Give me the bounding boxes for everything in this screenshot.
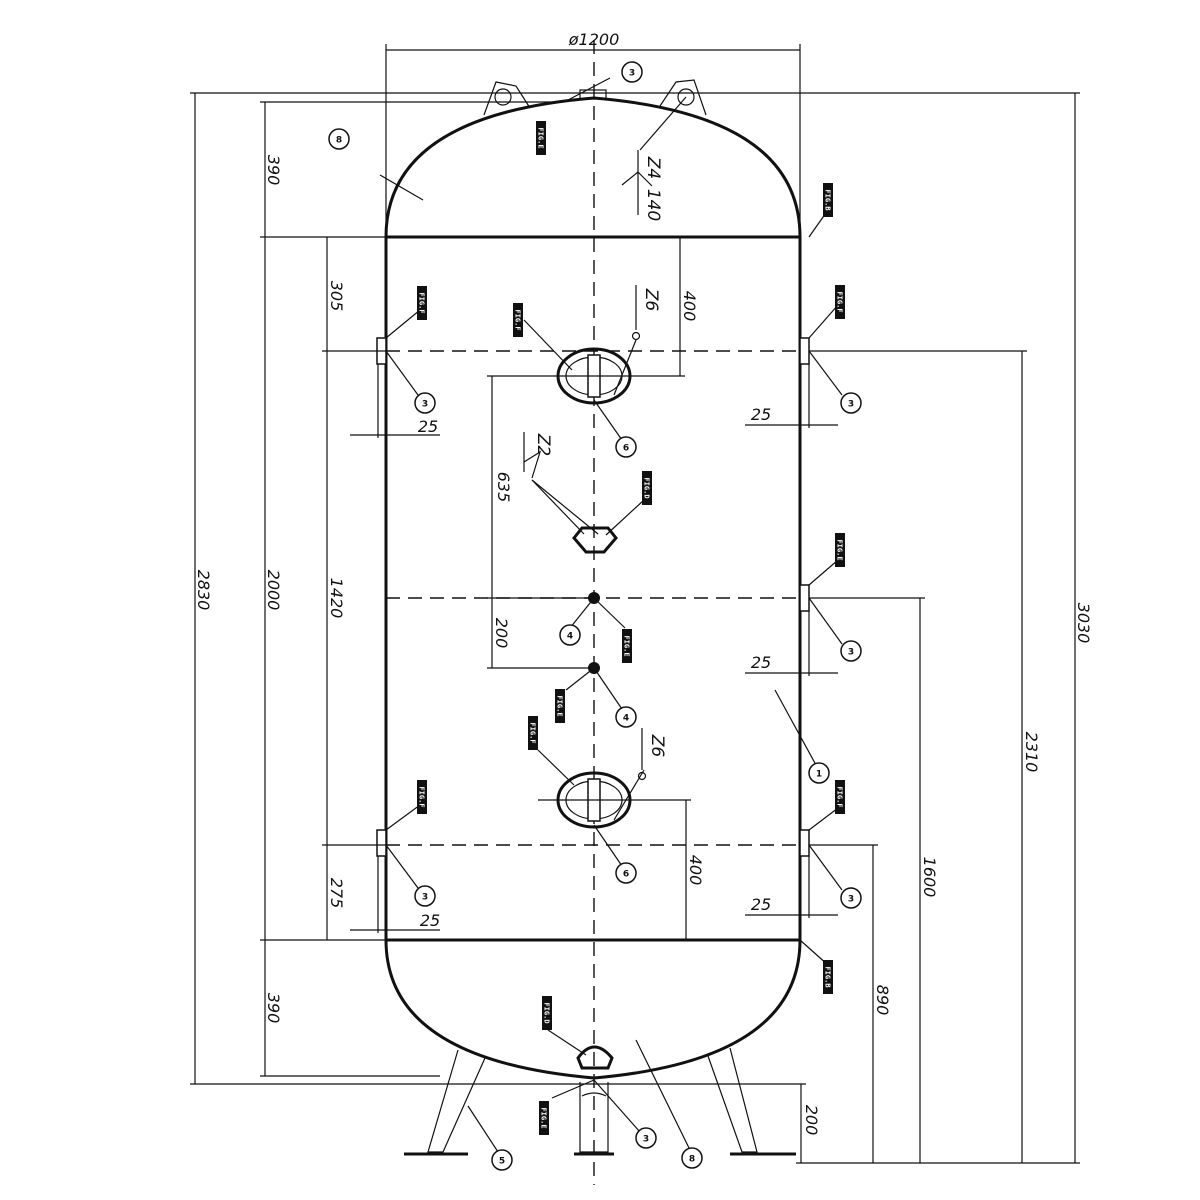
dim-200-mid: 200 (492, 618, 511, 649)
dim-overall-2830: 2830 (194, 570, 213, 611)
dim-2310: 2310 (1022, 732, 1041, 773)
dimension-lines (190, 44, 1080, 1164)
dim-25-upper-left: 25 (418, 417, 438, 436)
dim-200-bottom: 200 (802, 1105, 821, 1136)
drain-fitting (576, 1045, 614, 1070)
bubble-top-head: 8 (336, 136, 342, 146)
dim-400-top: 400 (680, 291, 699, 322)
bubble-bottom-head: 8 (689, 1155, 695, 1165)
dim-305: 305 (327, 281, 346, 312)
bubble-manhole-bottom: 6 (623, 870, 629, 880)
weld-manhole-top: Z6 (641, 288, 661, 312)
dim-25-upper-right: 25 (751, 405, 771, 424)
dim-1420: 1420 (327, 578, 346, 619)
top-nozzle (579, 89, 607, 100)
dim-25-middle-right: 25 (751, 653, 771, 672)
tag-fig-f-lower-left: FIG.F (418, 786, 426, 807)
vessel-body (384, 96, 802, 1080)
tag-fig-f-upper-left: FIG.F (418, 292, 426, 313)
dim-890: 890 (873, 985, 892, 1016)
dim-shell-2000: 2000 (264, 570, 283, 611)
tag-fig-e-top: FIG.E (537, 127, 545, 148)
bubble-leg: 5 (499, 1157, 505, 1167)
tag-fig-f-manhole-top: FIG.F (514, 309, 522, 330)
lifting-lug-right (659, 79, 707, 116)
dim-overall-3030: 3030 (1074, 603, 1093, 644)
vessel-outline (384, 96, 802, 1080)
weld-symbol-center (523, 432, 542, 479)
lifting-lug-left (483, 81, 531, 116)
bubble-upper-right: 3 (848, 400, 854, 410)
tag-fig-f-upper-right: FIG.F (836, 291, 844, 312)
bubble-mid-lower: 4 (623, 714, 629, 724)
dim-275: 275 (327, 878, 346, 909)
bubble-mid-right: 3 (848, 648, 854, 658)
weld-center: Z2 (533, 433, 553, 456)
side-pad-lower-right (799, 829, 810, 857)
bubble-upper-left: 3 (422, 400, 428, 410)
bubble-lower-right: 3 (848, 895, 854, 905)
dim-top-head-390: 390 (264, 155, 283, 186)
tag-fig-e-mid2: FIG.E (556, 695, 564, 716)
weld-symbol-manhole-bottom (637, 728, 647, 781)
dim-400-bottom: 400 (686, 855, 705, 886)
tag-fig-e-right-mid: FIG.E (836, 539, 844, 560)
leader-lines (379, 77, 843, 1156)
tag-fig-e-mid: FIG.E (623, 635, 631, 656)
dim-1600: 1600 (920, 857, 939, 898)
side-pad-middle-right (799, 584, 810, 612)
dim-25-lower-left: 25 (420, 911, 440, 930)
tag-fig-b-bottom: FIG.B (824, 966, 832, 987)
bubble-top-nozzle: 3 (629, 69, 635, 79)
center-fitting (572, 526, 618, 554)
side-pad-upper-right (799, 337, 810, 365)
dim-25-lower-right: 25 (751, 895, 771, 914)
bubble-mid-left: 4 (567, 632, 573, 642)
weld-manhole-bottom: Z6 (647, 734, 667, 758)
bubble-manhole-top: 6 (623, 444, 629, 454)
tag-fig-b-top: FIG.B (824, 189, 832, 210)
bubble-shell: 1 (816, 770, 822, 780)
bubble-drain: 3 (643, 1135, 649, 1145)
weld-size-top: Z4 (643, 156, 663, 179)
bubble-lower-left: 3 (422, 893, 428, 903)
tag-fig-d-center: FIG.D (643, 477, 651, 498)
support-legs (404, 1047, 796, 1156)
tag-fig-f-lower-right: FIG.F (836, 786, 844, 807)
weld-symbol-manhole-top (631, 285, 641, 341)
side-pad-lower-left (376, 829, 387, 857)
dim-635: 635 (494, 472, 513, 503)
tag-fig-e-bottom: FIG.E (540, 1107, 548, 1128)
tag-fig-f-manhole-bottom: FIG.F (529, 722, 537, 743)
tag-fig-d-bottom: FIG.D (543, 1002, 551, 1023)
dim-bottom-head-390: 390 (264, 993, 283, 1024)
weld-symbol-top (621, 150, 653, 215)
dim-diameter: ø1200 (568, 30, 620, 49)
weld-length-top: 140 (643, 189, 663, 221)
